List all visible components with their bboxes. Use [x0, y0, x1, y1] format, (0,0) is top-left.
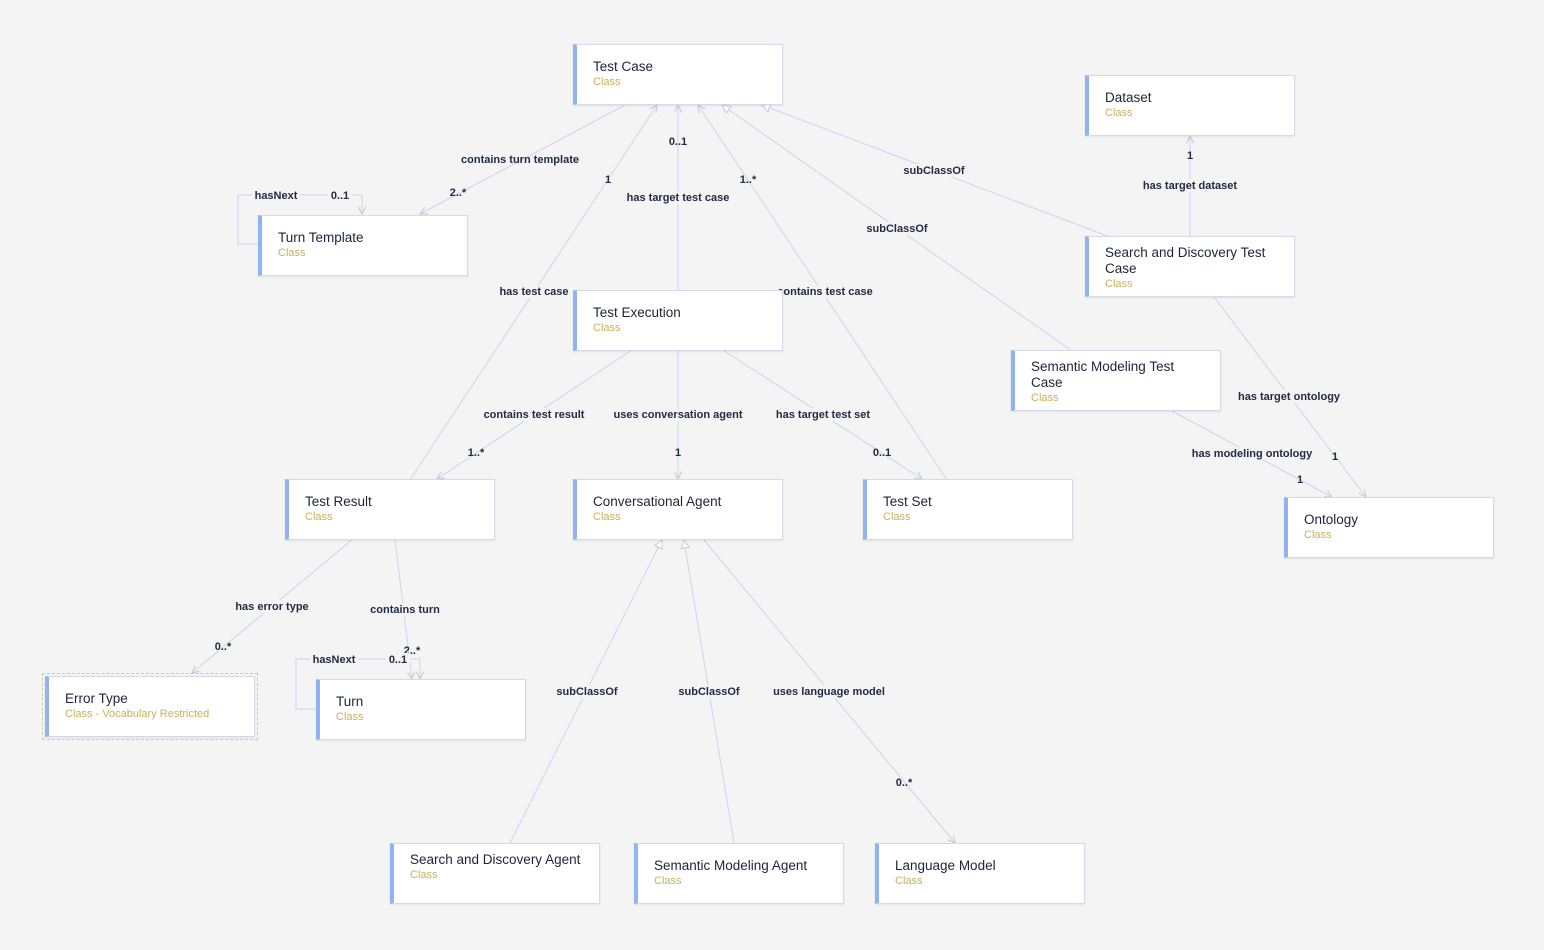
- node-test-execution[interactable]: Test Execution Class: [573, 290, 783, 351]
- node-conversational-agent[interactable]: Conversational Agent Class: [573, 479, 783, 540]
- edge-label: subClassOf: [556, 686, 617, 698]
- node-semantic-modeling-test-case[interactable]: Semantic Modeling Test Case Class: [1011, 350, 1221, 411]
- node-language-model[interactable]: Language Model Class: [875, 843, 1085, 904]
- node-subtitle: Class: [278, 247, 306, 259]
- edge-contains-turn-template[interactable]: contains turn template 2..*: [420, 104, 626, 214]
- edge-label: hasNext: [255, 190, 298, 202]
- node-subtitle: Class: [593, 322, 621, 334]
- multiplicity: 0..1: [873, 447, 891, 459]
- multiplicity: 1..*: [468, 447, 485, 459]
- edge-has-modeling-ontology[interactable]: has modeling ontology 1: [1171, 410, 1332, 497]
- edge-subclass-search-agent[interactable]: subClassOf: [509, 540, 662, 844]
- edge-label: has target ontology: [1238, 391, 1341, 403]
- edge-has-target-dataset[interactable]: has target dataset 1: [1140, 136, 1240, 237]
- node-title: Ontology: [1304, 512, 1359, 527]
- edge-subclass-search-test-case[interactable]: subClassOf: [762, 105, 1111, 238]
- node-error-type[interactable]: Error Type Class - Vocabulary Restricted: [42, 673, 258, 740]
- edge-label: uses language model: [773, 686, 885, 698]
- node-title: Error Type: [65, 691, 128, 706]
- edge-label: subClassOf: [678, 686, 739, 698]
- node-title: Turn: [336, 694, 364, 709]
- node-test-case[interactable]: Test Case Class: [573, 44, 783, 105]
- node-title: Search and Discovery Agent: [410, 852, 581, 867]
- node-subtitle: Class: [895, 875, 923, 887]
- edge-label: uses conversation agent: [614, 409, 743, 421]
- multiplicity: 1..*: [740, 174, 757, 186]
- node-title: Test Case: [593, 59, 654, 74]
- edge-label: has target test set: [776, 409, 870, 421]
- node-dataset[interactable]: Dataset Class: [1085, 75, 1295, 136]
- edge-label: has test case: [499, 286, 568, 298]
- edge-subclass-semantic-agent[interactable]: subClassOf: [672, 540, 746, 844]
- multiplicity: 0..1: [389, 654, 407, 666]
- edge-contains-test-result[interactable]: contains test result 1..*: [437, 349, 633, 479]
- multiplicity: 2..*: [450, 187, 467, 199]
- node-subtitle: Class: [883, 511, 911, 523]
- node-search-discovery-test-case[interactable]: Search and Discovery Test Case Class: [1085, 236, 1295, 297]
- node-ontology[interactable]: Ontology Class: [1284, 497, 1494, 558]
- node-subtitle: Class: [1105, 107, 1133, 119]
- node-subtitle: Class: [654, 875, 682, 887]
- node-semantic-modeling-agent[interactable]: Semantic Modeling Agent Class: [634, 843, 844, 904]
- multiplicity: 1: [1332, 451, 1338, 463]
- node-test-set[interactable]: Test Set Class: [863, 479, 1073, 540]
- multiplicity: 0..*: [215, 641, 232, 653]
- node-title: Search and Discovery Test Case: [1105, 245, 1266, 276]
- multiplicity: 1: [1297, 474, 1303, 486]
- node-subtitle: Class: [593, 511, 621, 523]
- multiplicity: 1: [1187, 150, 1193, 162]
- node-test-result[interactable]: Test Result Class: [285, 479, 495, 540]
- multiplicity: 0..1: [669, 136, 687, 148]
- node-subtitle: Class: [410, 869, 438, 881]
- node-search-discovery-agent[interactable]: Search and Discovery Agent Class: [390, 843, 600, 904]
- edge-label: hasNext: [313, 654, 356, 666]
- edge-label: contains test case: [777, 286, 872, 298]
- multiplicity: 1: [605, 174, 611, 186]
- node-subtitle: Class: [1031, 392, 1059, 404]
- node-subtitle: Class: [305, 511, 333, 523]
- edge-label: has target test case: [627, 192, 730, 204]
- edge-label: subClassOf: [866, 223, 927, 235]
- edge-has-target-test-set[interactable]: has target test set 0..1: [722, 349, 922, 479]
- edge-contains-turn[interactable]: contains turn 2..*: [368, 538, 444, 679]
- node-subtitle: Class: [593, 76, 621, 88]
- node-title: Semantic Modeling Agent: [654, 858, 808, 873]
- edge-label: contains turn: [370, 604, 440, 616]
- edge-has-error-type[interactable]: has error type 0..*: [192, 538, 354, 673]
- node-title: Test Execution: [593, 305, 681, 320]
- node-title: Turn Template: [278, 230, 364, 245]
- node-title: Semantic Modeling Test Case: [1031, 359, 1175, 390]
- node-subtitle: Class: [336, 711, 364, 723]
- edge-label: has target dataset: [1143, 180, 1237, 192]
- node-title: Test Set: [883, 494, 932, 509]
- multiplicity: 0..*: [896, 777, 913, 789]
- edge-label: subClassOf: [903, 165, 964, 177]
- edge-uses-conversation-agent[interactable]: uses conversation agent 1: [612, 350, 744, 479]
- node-subtitle: Class: [1105, 278, 1133, 290]
- edge-has-target-test-case[interactable]: has target test case 0..1: [624, 105, 732, 290]
- multiplicity: 0..1: [331, 190, 349, 202]
- node-subtitle: Class - Vocabulary Restricted: [65, 708, 210, 720]
- edge-has-target-ontology[interactable]: has target ontology 1: [1213, 296, 1366, 497]
- multiplicity: 2..*: [404, 645, 421, 657]
- multiplicity: 1: [675, 447, 681, 459]
- edge-label: has error type: [235, 601, 308, 613]
- node-title: Dataset: [1105, 90, 1152, 105]
- node-subtitle: Class: [1304, 529, 1332, 541]
- edge-label: contains test result: [484, 409, 585, 421]
- node-title: Conversational Agent: [593, 494, 722, 509]
- edge-uses-language-model[interactable]: uses language model 0..*: [703, 539, 955, 843]
- edge-label: has modeling ontology: [1192, 448, 1313, 460]
- node-title: Test Result: [305, 494, 372, 509]
- node-turn[interactable]: Turn Class: [316, 679, 526, 740]
- node-turn-template[interactable]: Turn Template Class: [258, 215, 468, 276]
- edge-label: contains turn template: [461, 154, 579, 166]
- node-title: Language Model: [895, 858, 996, 873]
